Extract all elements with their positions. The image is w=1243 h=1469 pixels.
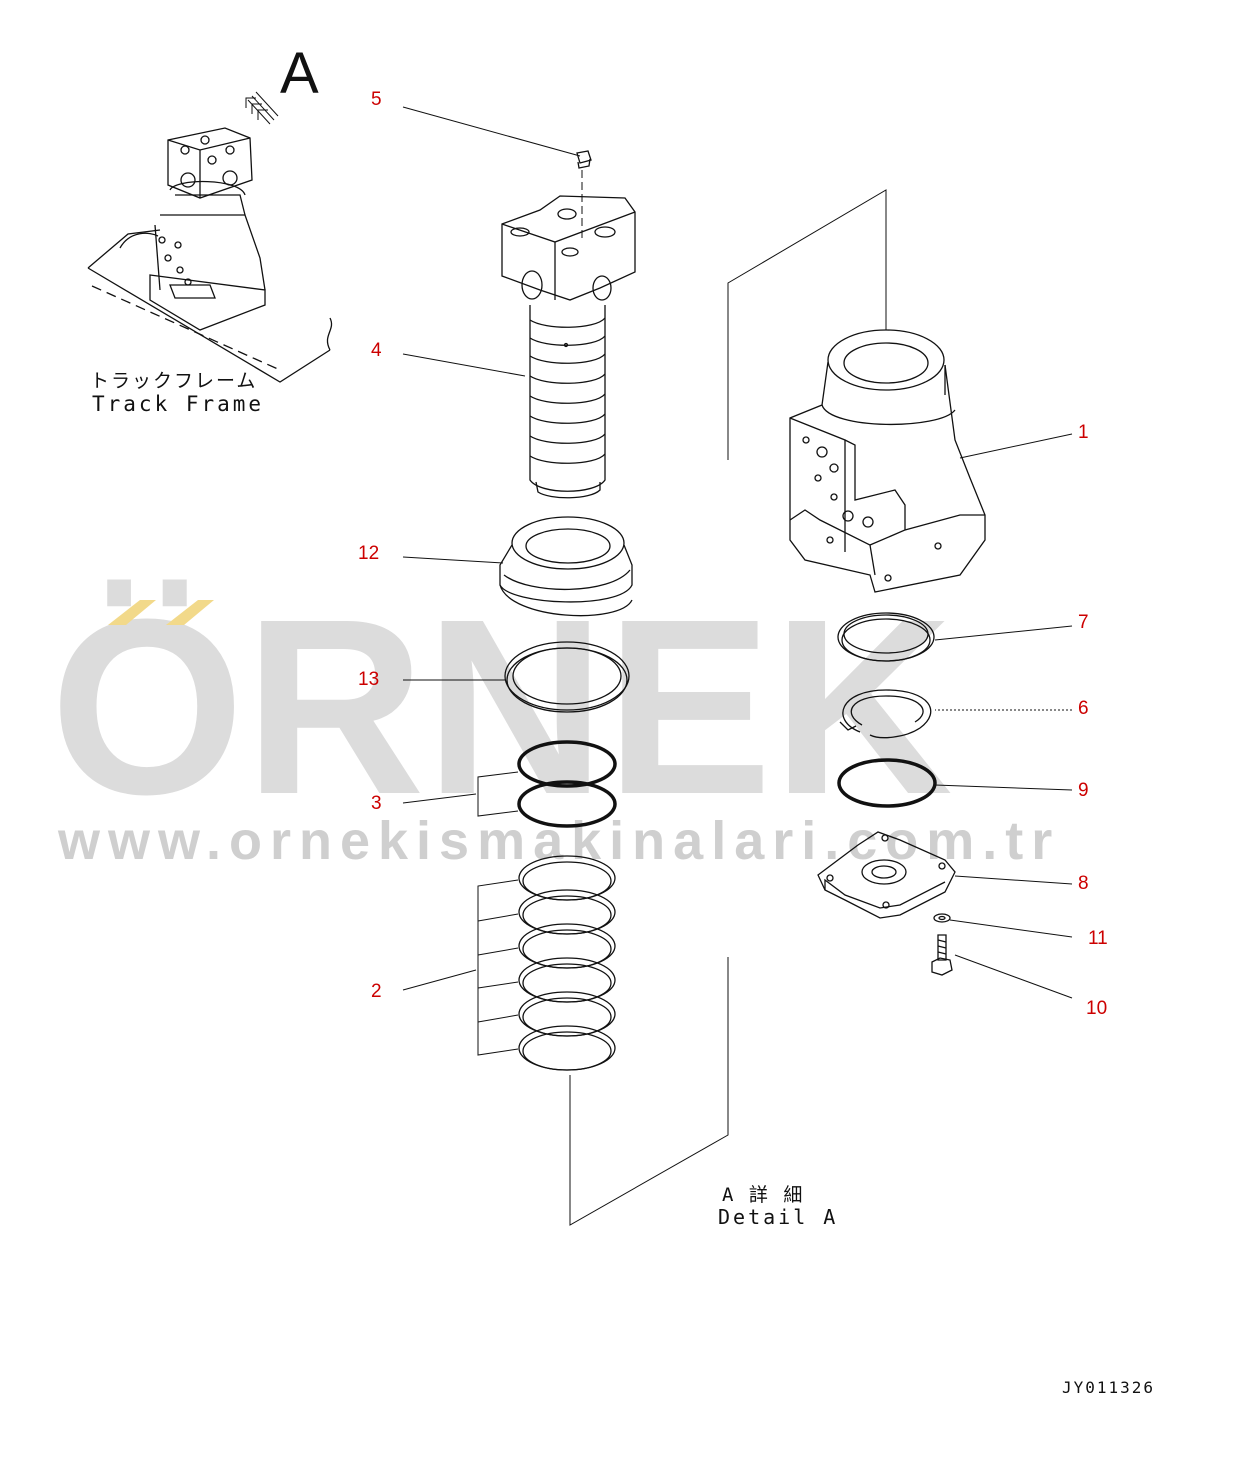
drawing-code: JY011326 [1062, 1378, 1156, 1397]
track-frame-label-en: Track Frame [92, 392, 265, 416]
view-letter-a: A [280, 41, 319, 106]
part-4-swivel-core [501, 195, 636, 499]
callout-8: 8 [1078, 873, 1089, 894]
callout-1: 1 [1078, 422, 1089, 443]
callout-13: 13 [358, 669, 380, 690]
track-frame-label-jp: トラックフレーム [90, 370, 258, 392]
watermark-brand: ÖRNEK [50, 567, 953, 846]
part-8-cover [817, 831, 956, 919]
part-2-ring-stack [518, 855, 616, 1071]
callout-12: 12 [358, 543, 380, 564]
part-3-o-rings [517, 740, 617, 828]
callout-6: 6 [1078, 698, 1089, 719]
part-9-o-ring [837, 758, 937, 808]
part-5-plug [576, 150, 592, 169]
callout-9: 9 [1078, 780, 1089, 801]
view-arrow-icon [245, 91, 279, 125]
part-6-snap-ring [839, 689, 932, 739]
detail-label-en: Detail A [718, 1205, 839, 1229]
part-1-housing [789, 329, 986, 593]
part-11-washer [933, 913, 951, 923]
callout-11: 11 [1088, 928, 1108, 949]
callout-3: 3 [371, 793, 382, 814]
callout-10: 10 [1086, 998, 1108, 1019]
part-12-seal [499, 516, 633, 617]
callout-7: 7 [1078, 612, 1089, 633]
track-frame-inset [87, 127, 333, 383]
part-7-ring [837, 612, 935, 662]
detail-label-jp: A 詳 細 [722, 1184, 805, 1206]
callout-2: 2 [371, 981, 382, 1002]
callout-4: 4 [371, 340, 382, 361]
part-10-bolt [931, 934, 953, 976]
part-13-ring [504, 641, 630, 713]
watermark-umlaut-icon [108, 600, 214, 625]
leader-lines [402, 106, 1073, 1226]
callout-5: 5 [371, 89, 382, 110]
